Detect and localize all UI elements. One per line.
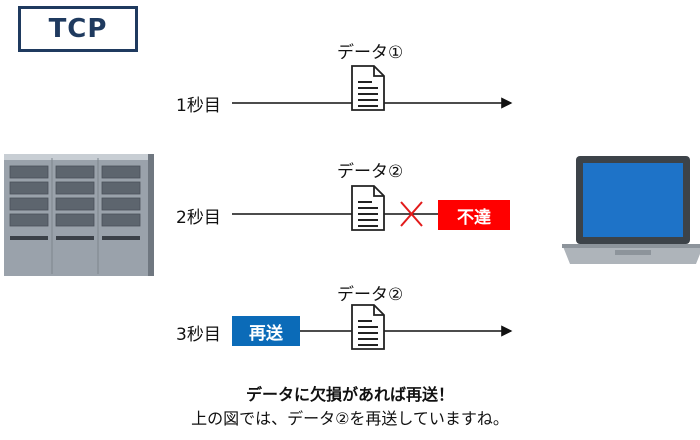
row1-time-label: 1秒目 <box>176 96 221 116</box>
row1-doc-label: データ① <box>337 43 404 63</box>
row2-doc-label: データ② <box>337 162 404 182</box>
caption-description: 上の図では、データ②を再送していますね。 <box>191 409 509 428</box>
document-icon <box>351 65 385 111</box>
diagram-title: TCP <box>18 6 138 52</box>
resend-status-badge: 再送 <box>232 316 300 346</box>
laptop-icon <box>562 156 700 264</box>
caption-headline: データに欠損があれば再送！ <box>245 385 454 404</box>
document-icon <box>351 185 385 231</box>
server-rack-icon <box>4 154 154 276</box>
document-icon <box>351 304 385 350</box>
lost-status-badge: 不達 <box>438 200 510 230</box>
row3-time-label: 3秒目 <box>176 325 221 345</box>
row3-doc-label: データ② <box>337 285 404 305</box>
row2-time-label: 2秒目 <box>176 208 221 228</box>
x-mark-icon <box>400 201 423 227</box>
